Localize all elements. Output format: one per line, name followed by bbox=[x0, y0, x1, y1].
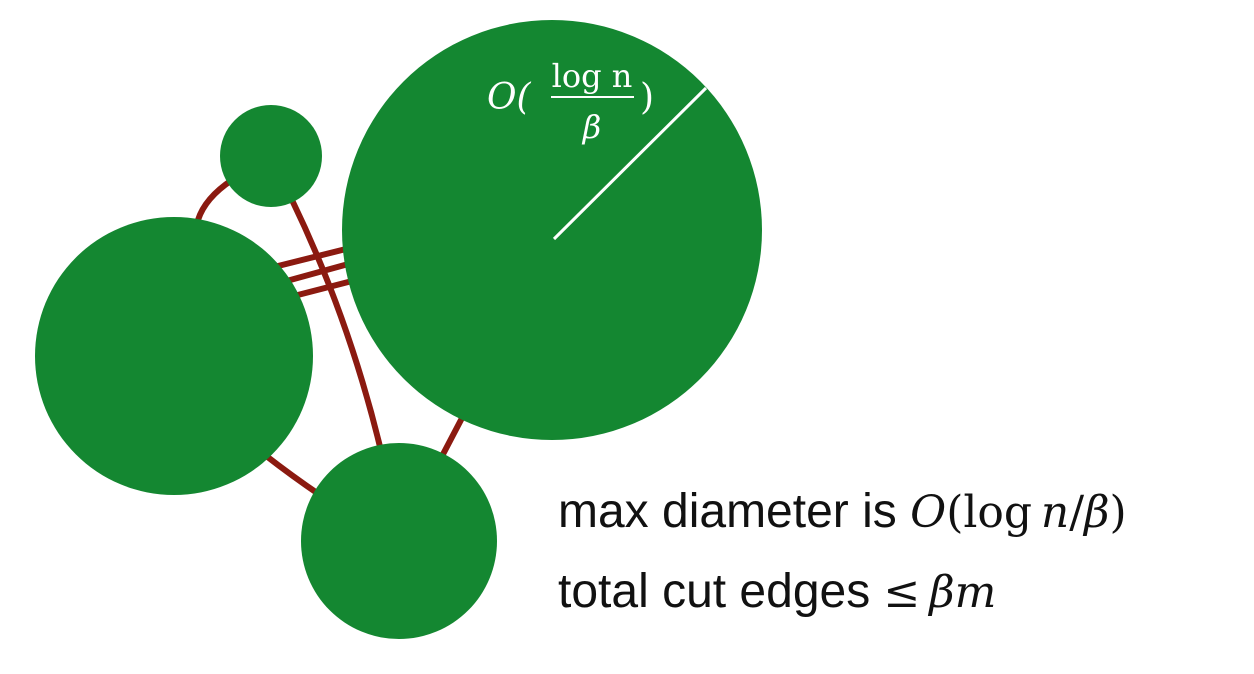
radius-label: O( log n β ) bbox=[487, 57, 654, 146]
math-beta: β bbox=[1084, 487, 1110, 538]
cut-edges bbox=[195, 177, 465, 498]
caption-total-cut-edges: total cut edges ≤ βm bbox=[558, 568, 996, 616]
math-leq: ≤ bbox=[883, 567, 921, 618]
caption-max-diameter-text: max diameter is bbox=[558, 485, 911, 538]
radius-label-denominator: β bbox=[582, 108, 602, 146]
cut-edge-big-to-bottom bbox=[437, 415, 465, 463]
cluster-bottom bbox=[301, 443, 497, 639]
math-slash: / bbox=[1069, 487, 1085, 538]
math-m: m bbox=[954, 567, 997, 618]
cut-edge-left-to-big-3 bbox=[287, 277, 359, 300]
math-open-paren: ( bbox=[946, 487, 964, 538]
caption-total-cut-edges-text: total cut edges bbox=[558, 565, 884, 618]
cluster-small bbox=[220, 105, 322, 207]
caption-total-cut-edges-math: ≤ βm bbox=[884, 567, 997, 618]
math-beta: β bbox=[929, 567, 955, 618]
math-O: O bbox=[910, 487, 947, 538]
caption-max-diameter: max diameter is O(log n/β) bbox=[558, 488, 1127, 536]
cut-edge-left-to-big-1 bbox=[275, 245, 353, 269]
radius-line bbox=[552, 86, 708, 241]
cut-edge-left-to-big-2 bbox=[280, 260, 355, 285]
cut-edge-small-to-left bbox=[195, 177, 235, 223]
cut-edge-left-to-bottom bbox=[262, 452, 323, 498]
math-close-paren: ) bbox=[1109, 487, 1127, 538]
radius-label-suffix: ) bbox=[640, 77, 654, 118]
radius-label-numerator: log n bbox=[552, 57, 633, 95]
radius-label-prefix: O( bbox=[487, 77, 532, 118]
math-log: log bbox=[963, 487, 1033, 538]
caption-max-diameter-math: O(log n/β) bbox=[910, 487, 1127, 538]
cluster-left bbox=[35, 217, 313, 495]
cluster-large bbox=[342, 20, 762, 440]
cut-edge-small-to-bottom bbox=[289, 197, 385, 458]
math-n: n bbox=[1040, 487, 1070, 538]
clusters bbox=[35, 20, 762, 639]
